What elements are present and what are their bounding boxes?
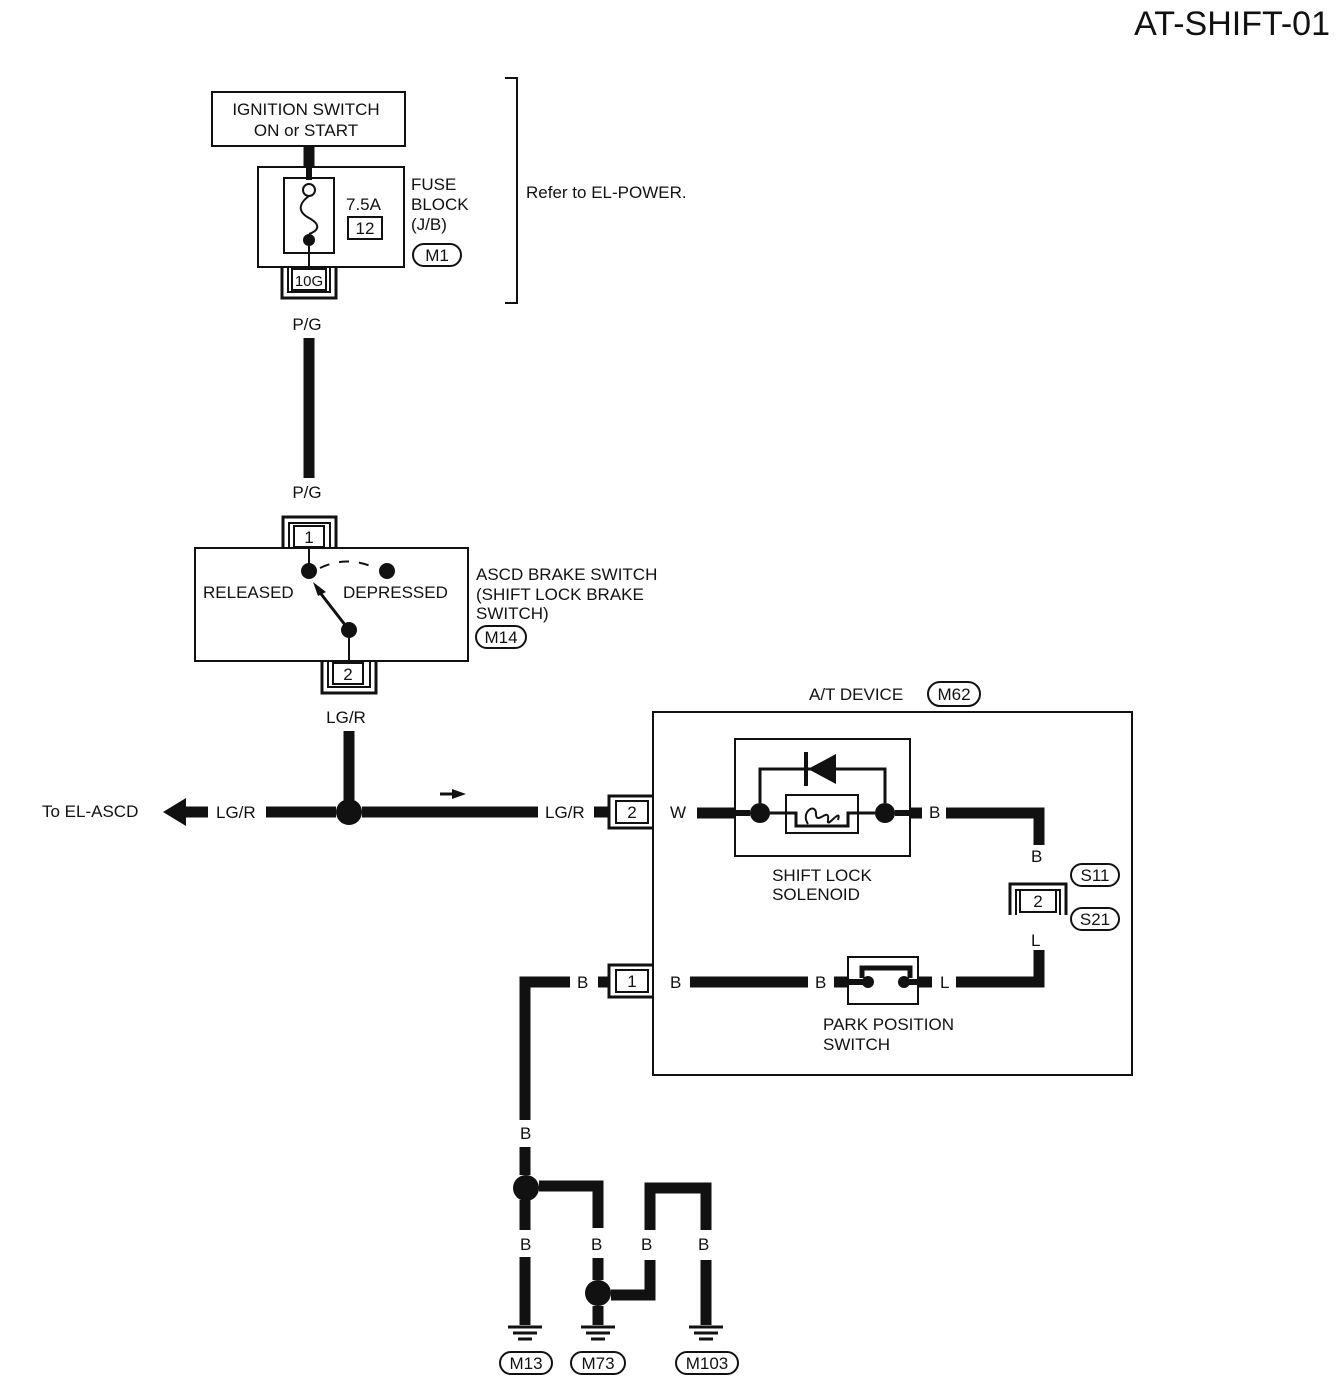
park-switch-contact-icon: [859, 965, 913, 978]
wire-label-b-vert: B: [520, 1124, 531, 1143]
fuse-connector-id: M1: [425, 246, 449, 265]
fuse-label-line3: (J/B): [411, 215, 447, 234]
splice-ground-1: [513, 1175, 539, 1201]
ignition-switch-line2: ON or START: [254, 121, 358, 140]
wire-label-l-up: L: [1031, 931, 1040, 950]
brake-switch-label-line2: (SHIFT LOCK BRAKE: [476, 585, 644, 604]
to-ascd-arrow-icon: [163, 798, 186, 826]
fuse-element-icon: [299, 195, 319, 235]
solenoid-coil-icon: [804, 807, 840, 825]
wire-label-b-g1: B: [520, 1235, 531, 1254]
switch-contact-released: [301, 563, 317, 579]
fuse-terminal-closed: [303, 234, 315, 246]
wire-label-b-ground-main: B: [577, 973, 588, 992]
solenoid-label-line1: SHIFT LOCK: [772, 866, 872, 885]
switch-label-depressed: DEPRESSED: [343, 583, 448, 602]
splice-ground-2: [585, 1280, 611, 1306]
ground-symbol-m13: M13: [499, 1325, 553, 1375]
diode-icon: [808, 754, 836, 784]
at-device-connector-id: M62: [937, 685, 970, 704]
at-device-label: A/T DEVICE: [809, 685, 903, 704]
brake-switch-label-line3: SWITCH): [476, 604, 549, 623]
wire-b-out: [946, 807, 1045, 845]
refer-bracket: Refer to EL-POWER.: [505, 77, 687, 304]
ground-symbol-m103: M103: [675, 1325, 739, 1375]
switch-label-released: RELEASED: [203, 583, 294, 602]
brake-switch-label-line1: ASCD BRAKE SWITCH: [476, 565, 657, 584]
brake-switch-terminal-1: 1: [304, 528, 313, 547]
wire-l: [956, 950, 1045, 988]
ground-id-m73: M73: [581, 1354, 614, 1373]
switch-arm-arrow-icon: [313, 582, 326, 596]
wire-label-pg-top: P/G: [292, 315, 321, 334]
sub-connector-s11-s21: 2 S11 S21: [1008, 863, 1120, 931]
fuse-rating: 7.5A: [346, 195, 382, 214]
wire-label-b-down: B: [1031, 847, 1042, 866]
diagram-title: AT-SHIFT-01: [1134, 5, 1330, 43]
solenoid-label-line2: SOLENOID: [772, 885, 860, 904]
park-label-line2: SWITCH: [823, 1035, 890, 1054]
park-label-line1: PARK POSITION: [823, 1015, 954, 1034]
brake-switch-terminal-2: 2: [343, 665, 352, 684]
wire-label-lgr-right: LG/R: [545, 803, 585, 822]
wire-label-b-g4: B: [698, 1235, 709, 1254]
fuse-label-line2: BLOCK: [411, 195, 469, 214]
fuse-label-line1: FUSE: [411, 175, 456, 194]
wire-label-w: W: [670, 803, 686, 822]
ground-symbol-m73: M73: [570, 1325, 626, 1375]
to-el-ascd-label: To EL-ASCD: [42, 802, 138, 821]
ground-id-m13: M13: [509, 1354, 542, 1373]
ignition-switch: IGNITION SWITCH ON or START: [211, 91, 406, 147]
wire-label-lgr-left: LG/R: [216, 803, 256, 822]
refer-to-el-power: Refer to EL-POWER.: [526, 183, 687, 202]
wire-label-lgr-below-switch: LG/R: [326, 708, 366, 727]
ascd-brake-switch: 1 RELEASED DEPRESSED ASCD BRAKE SWITCH (…: [194, 515, 657, 695]
fuse-terminal-10g: 10G: [295, 273, 323, 290]
switch-contact-depressed: [379, 563, 395, 579]
wire-b-ground: [519, 976, 570, 1120]
switch-pivot: [341, 622, 357, 638]
wire-label-pg-bottom: P/G: [292, 483, 321, 502]
sub-connector-terminal: 2: [1033, 892, 1042, 911]
fuse-block: 7.5A 12 FUSE BLOCK (J/B) M1 10G: [257, 146, 469, 300]
sub-connector-id-s21: S21: [1080, 910, 1110, 929]
at-device: A/T DEVICE M62 2 W SHIFT LOCK SOLENOID B…: [607, 681, 1133, 1076]
at-device-terminal-2: 2: [627, 803, 636, 822]
wire-label-b-out: B: [929, 803, 940, 822]
splice-lgr: [336, 799, 362, 825]
wire-label-b-g3: B: [641, 1235, 652, 1254]
brake-switch-connector-id: M14: [484, 628, 517, 647]
sub-connector-id-s11: S11: [1081, 866, 1110, 885]
wire-label-b-park: B: [815, 973, 826, 992]
shift-lock-solenoid: [734, 738, 911, 857]
current-flow-arrow-icon: [452, 789, 466, 799]
wire-label-l-park: L: [940, 973, 949, 992]
ignition-switch-line1: IGNITION SWITCH: [232, 100, 379, 119]
wire-label-b-g2: B: [591, 1235, 602, 1254]
wire-label-b-term1: B: [670, 973, 681, 992]
ground-id-m103: M103: [686, 1354, 729, 1373]
fuse-number: 12: [356, 219, 375, 238]
at-device-terminal-1: 1: [627, 972, 636, 991]
